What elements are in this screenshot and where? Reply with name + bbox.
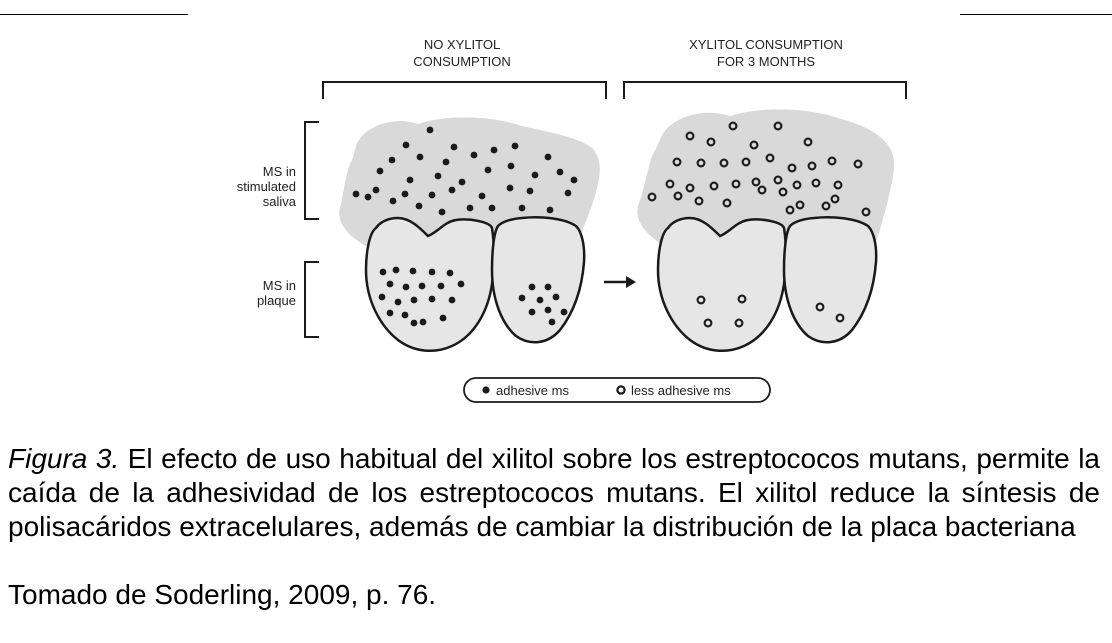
label-saliva-line2: stimulated — [237, 179, 296, 194]
adhesive-ms-dot — [449, 297, 456, 304]
adhesive-ms-dot — [440, 315, 447, 322]
adhesive-ms-dot — [403, 284, 410, 291]
adhesive-ms-dot — [407, 177, 414, 184]
adhesive-ms-dot — [508, 163, 515, 170]
adhesive-ms-dot — [427, 127, 434, 134]
adhesive-ms-dot — [527, 188, 534, 195]
adhesive-ms-dot — [512, 143, 519, 150]
adhesive-ms-dot — [387, 310, 394, 317]
figure-source: Tomado de Soderling, 2009, p. 76. — [8, 578, 436, 612]
bracket-xylitol — [624, 82, 906, 99]
adhesive-ms-dot — [479, 193, 486, 200]
legend-adhesive-label: adhesive ms — [496, 383, 569, 398]
adhesive-ms-dot — [529, 284, 536, 291]
header-no-xylitol-line2: CONSUMPTION — [413, 54, 511, 69]
tooth-right-small — [784, 217, 876, 342]
adhesive-ms-dot — [393, 267, 400, 274]
bracket-no-xylitol — [323, 82, 606, 99]
adhesive-ms-dot — [411, 297, 418, 304]
adhesive-ms-dot — [529, 309, 536, 316]
adhesive-ms-dot — [380, 269, 387, 276]
adhesive-ms-dot — [395, 299, 402, 306]
adhesive-ms-dot — [402, 191, 409, 198]
legend-adhesive-symbol — [482, 386, 489, 393]
adhesive-ms-dot — [489, 205, 496, 212]
adhesive-ms-dot — [429, 192, 436, 199]
adhesive-ms-dot — [402, 312, 409, 319]
label-plaque-line2: plaque — [257, 293, 296, 308]
adhesive-ms-dot — [532, 172, 539, 179]
tooth-right-large — [658, 218, 786, 351]
adhesive-ms-dot — [545, 154, 552, 161]
adhesive-ms-dot — [447, 270, 454, 277]
label-plaque-line1: MS in — [263, 278, 296, 293]
adhesive-ms-dot — [429, 296, 436, 303]
figure-caption: Figura 3. El efecto de uso habitual del … — [8, 442, 1100, 544]
adhesive-ms-dot — [379, 294, 386, 301]
tooth-left-large — [366, 218, 494, 351]
adhesive-ms-dot — [557, 169, 564, 176]
caption-label: Figura 3. — [8, 443, 119, 474]
adhesive-ms-dot — [519, 295, 526, 302]
adhesive-ms-dot — [417, 154, 424, 161]
tooth-left-small — [492, 217, 584, 342]
bracket-plaque — [305, 262, 319, 337]
adhesive-ms-dot — [377, 168, 384, 175]
header-xylitol-line1: XYLITOL CONSUMPTION — [689, 37, 843, 52]
arrow-icon — [604, 276, 636, 288]
adhesive-ms-dot — [571, 177, 578, 184]
header-xylitol-line2: FOR 3 MONTHS — [717, 54, 816, 69]
label-saliva-line3: saliva — [263, 194, 297, 209]
adhesive-ms-dot — [537, 297, 544, 304]
adhesive-ms-dot — [373, 187, 380, 194]
adhesive-ms-dot — [389, 157, 396, 164]
xylitol-diagram: NO XYLITOL CONSUMPTION XYLITOL CONSUMPTI… — [0, 0, 1112, 440]
caption-text: El efecto de uso habitual del xilitol so… — [8, 443, 1100, 542]
bracket-saliva — [305, 122, 319, 219]
adhesive-ms-dot — [449, 187, 456, 194]
adhesive-ms-dot — [549, 319, 556, 326]
adhesive-ms-dot — [561, 309, 568, 316]
adhesive-ms-dot — [458, 281, 465, 288]
adhesive-ms-dot — [435, 173, 442, 180]
adhesive-ms-dot — [451, 144, 458, 151]
adhesive-ms-dot — [507, 185, 514, 192]
adhesive-ms-dot — [467, 205, 474, 212]
adhesive-ms-dot — [485, 167, 492, 174]
adhesive-ms-dot — [416, 203, 423, 210]
adhesive-ms-dot — [459, 179, 466, 186]
adhesive-ms-dot — [429, 269, 436, 276]
adhesive-ms-dot — [353, 191, 360, 198]
adhesive-ms-dot — [545, 307, 552, 314]
adhesive-ms-dot — [420, 319, 427, 326]
adhesive-ms-dot — [553, 294, 560, 301]
adhesive-ms-dot — [419, 283, 426, 290]
adhesive-ms-dot — [443, 159, 450, 166]
adhesive-ms-dot — [491, 147, 498, 154]
adhesive-ms-dot — [411, 320, 418, 327]
label-saliva-line1: MS in — [263, 164, 296, 179]
adhesive-ms-dot — [410, 268, 417, 275]
adhesive-ms-dot — [365, 194, 372, 201]
adhesive-ms-dot — [390, 198, 397, 205]
adhesive-ms-dot — [565, 190, 572, 197]
adhesive-ms-dot — [387, 281, 394, 288]
legend: adhesive ms less adhesive ms — [464, 378, 770, 402]
legend-less-adhesive-label: less adhesive ms — [631, 383, 731, 398]
adhesive-ms-dot — [547, 207, 554, 214]
header-no-xylitol-line1: NO XYLITOL — [424, 37, 500, 52]
adhesive-ms-dot — [439, 209, 446, 216]
adhesive-ms-dot — [545, 284, 552, 291]
adhesive-ms-dot — [471, 152, 478, 159]
adhesive-ms-dot — [519, 205, 526, 212]
adhesive-ms-dot — [403, 142, 410, 149]
adhesive-ms-dot — [438, 283, 445, 290]
